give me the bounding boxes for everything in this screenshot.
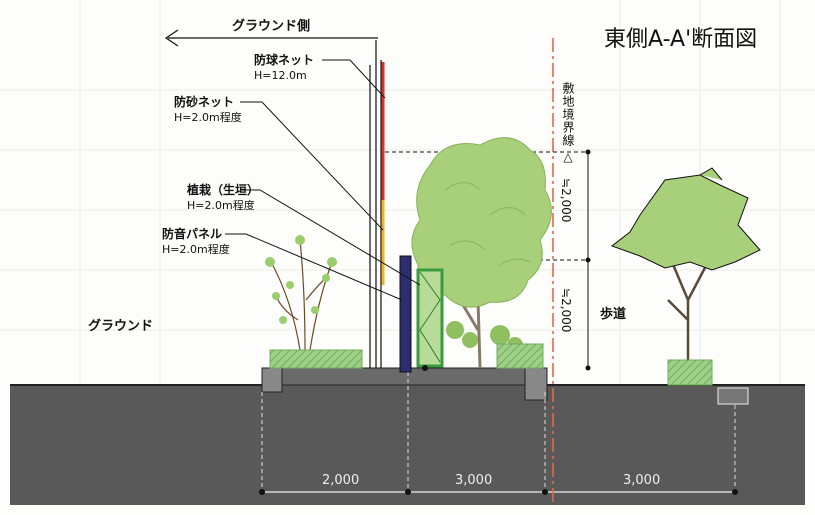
curb-left bbox=[261, 367, 283, 393]
right-tree bbox=[610, 167, 761, 360]
drawing-title: 東側A-A'断面図 bbox=[604, 27, 757, 52]
gutter bbox=[717, 387, 749, 405]
curb-right bbox=[524, 367, 548, 401]
background-grid bbox=[0, 0, 815, 385]
height-label-lower: ≒2,000 bbox=[559, 288, 573, 332]
dimension-dots bbox=[259, 489, 738, 495]
shrub-left-leaves bbox=[265, 235, 337, 324]
callout-hedge-spec: H=2.0m程度 bbox=[187, 198, 255, 212]
boundary-label: 敷地境界線 bbox=[561, 81, 575, 147]
boundary-mark: △ bbox=[561, 150, 575, 164]
callout-sound-panel-name: 防音パネル bbox=[162, 226, 222, 241]
ground-label: グラウンド bbox=[88, 318, 153, 334]
ground-side-label: グラウンド側 bbox=[232, 18, 310, 34]
callout-ball-net-name: 防球ネット bbox=[254, 52, 314, 67]
callout-sound-panel: 防音パネル H=2.0m程度 bbox=[162, 226, 230, 256]
planter-left bbox=[269, 349, 363, 369]
callout-ball-net: 防球ネット H=12.0m bbox=[254, 52, 314, 82]
callout-sand-net-spec: H=2.0m程度 bbox=[174, 110, 242, 124]
sound-panel bbox=[399, 255, 412, 373]
central-tree bbox=[411, 137, 552, 369]
callout-hedge: 植栽（生垣） H=2.0m程度 bbox=[186, 182, 259, 212]
dim-label-3: 3,000 bbox=[623, 473, 660, 488]
callout-leaders bbox=[225, 59, 421, 301]
hedge-frame bbox=[416, 268, 444, 368]
height-label-upper: ≒2,000 bbox=[559, 178, 573, 222]
dim-label-1: 2,000 bbox=[322, 473, 359, 488]
callout-sound-panel-spec: H=2.0m程度 bbox=[162, 242, 230, 256]
planter-right bbox=[667, 359, 713, 386]
callout-sand-net: 防砂ネット H=2.0m程度 bbox=[174, 94, 242, 124]
arrow-head-icon bbox=[164, 29, 179, 47]
planter-center bbox=[496, 343, 544, 369]
callout-hedge-name: 植栽（生垣） bbox=[186, 182, 259, 197]
dimension-guides bbox=[261, 372, 736, 492]
callout-ball-net-spec: H=12.0m bbox=[254, 69, 307, 82]
callout-sand-net-name: 防砂ネット bbox=[174, 94, 234, 109]
sidewalk-label: 歩道 bbox=[600, 306, 626, 322]
dim-label-2: 3,000 bbox=[455, 473, 492, 488]
